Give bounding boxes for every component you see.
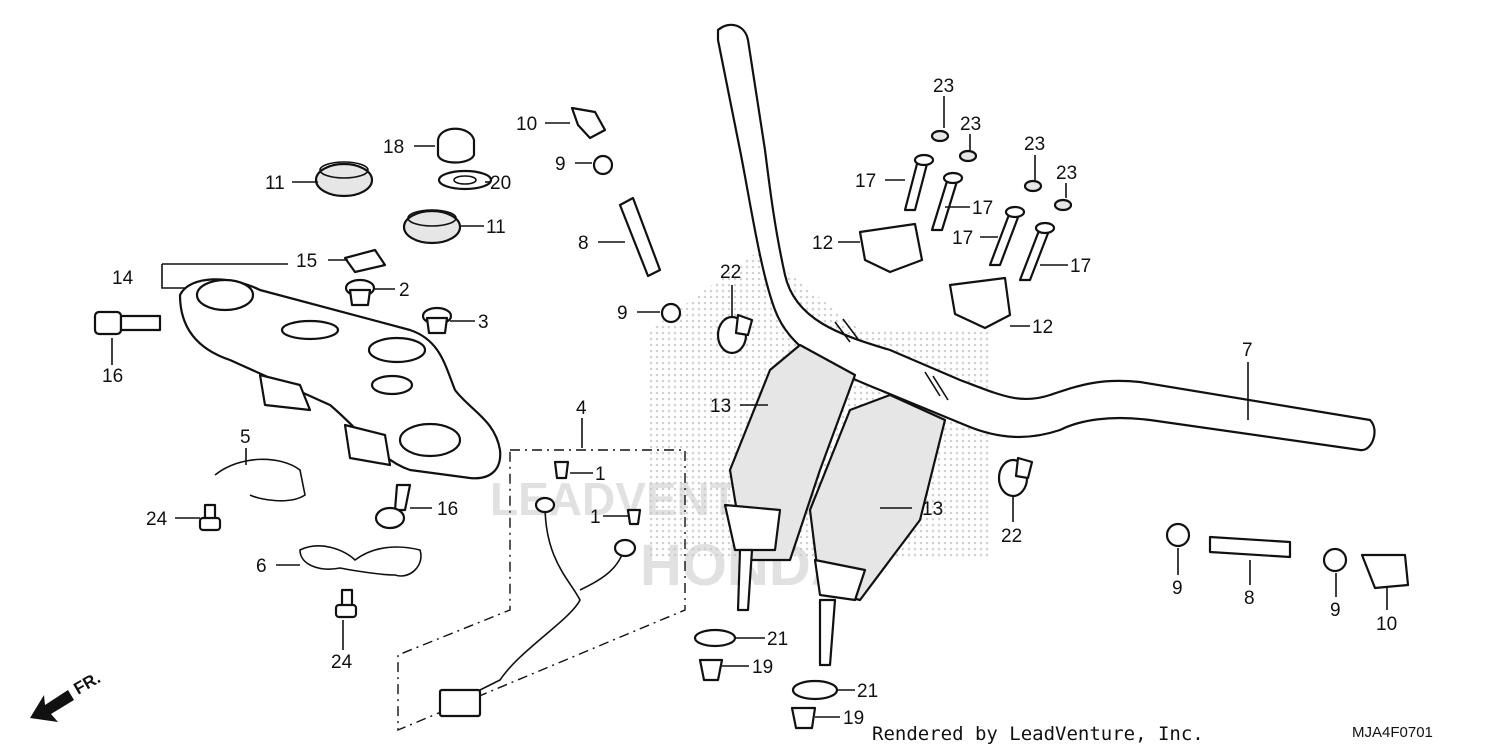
bolt-17-b: [930, 171, 964, 232]
callout-10: 10: [1376, 614, 1397, 635]
front-label: FR.: [71, 668, 104, 698]
callout-9: 9: [1330, 600, 1341, 621]
rod-8-left: [618, 196, 662, 278]
nut-9-lower-left: [660, 302, 682, 324]
bolt-24-lower: [334, 588, 358, 619]
callout-8: 8: [578, 233, 589, 254]
bolt-16-right: [374, 483, 412, 530]
rod-8-right: [1208, 535, 1292, 559]
nut-19-left: [698, 658, 724, 682]
front-arrow-icon: [30, 690, 74, 722]
switch-bracket-10-left: [570, 106, 607, 140]
grommet-2: [344, 278, 376, 307]
callout-13: 13: [710, 396, 731, 417]
washer-21-left: [693, 628, 737, 648]
bolt-17-c: [988, 205, 1026, 267]
nut-19-right: [790, 706, 817, 730]
callout-21: 21: [767, 629, 788, 650]
callout-1: 1: [590, 507, 601, 528]
cap-23-a: [930, 129, 950, 143]
cap-23-b: [958, 149, 978, 163]
callout-21: 21: [857, 681, 878, 702]
callout-17: 17: [1070, 256, 1091, 277]
callout-16: 16: [437, 499, 458, 520]
callout-16: 16: [102, 366, 123, 387]
nut-9-right-b: [1322, 547, 1348, 573]
callout-14: 14: [112, 268, 134, 289]
callout-11: 11: [486, 217, 506, 238]
callout-20: 20: [490, 173, 511, 194]
diagram-code: MJA4F0701: [1352, 724, 1433, 741]
callout-8: 8: [1244, 588, 1255, 609]
bolt-16-left: [93, 310, 162, 336]
callout-9: 9: [555, 154, 566, 175]
clamp-6: [299, 545, 422, 577]
callout-17: 17: [952, 228, 973, 249]
holder-12-lower: [948, 276, 1012, 330]
wire-harness-4: [397, 449, 686, 732]
callout-6: 6: [256, 556, 267, 577]
leader-lines: [111, 96, 1388, 718]
callout-2: 2: [399, 280, 410, 301]
callout-24: 24: [331, 652, 353, 673]
bolt-17-d: [1018, 221, 1056, 282]
callout-11: 11: [265, 173, 285, 194]
callout-12: 12: [812, 233, 833, 254]
top-bridge: [178, 278, 502, 480]
cap-23-c: [1023, 179, 1043, 193]
callout-9: 9: [1172, 578, 1183, 599]
callout-23: 23: [960, 114, 981, 135]
callout-15: 15: [296, 251, 317, 272]
callout-1: 1: [595, 464, 606, 485]
cap-18: [436, 127, 476, 164]
callout-19: 19: [752, 657, 773, 678]
callout-23: 23: [1024, 134, 1045, 155]
bushing-11-lower: [402, 209, 462, 245]
switch-bracket-10-right: [1360, 553, 1410, 590]
callout-23: 23: [1056, 163, 1077, 184]
render-credit: Rendered by LeadVenture, Inc.: [872, 723, 1204, 745]
callout-5: 5: [240, 427, 251, 448]
callout-19: 19: [843, 708, 864, 729]
front-direction-marker: FR.: [30, 668, 104, 722]
callout-13: 13: [922, 499, 943, 520]
nut-9-right-a: [1165, 522, 1191, 548]
callout-23: 23: [933, 76, 954, 97]
callout-10: 10: [516, 114, 537, 135]
bolt-24-upper: [198, 503, 222, 532]
holder-12-upper: [858, 222, 924, 274]
clamp-22-right: [997, 456, 1034, 498]
washer-20: [437, 169, 493, 191]
callout-9: 9: [617, 303, 628, 324]
clip-15: [343, 248, 387, 274]
callout-22: 22: [1001, 526, 1022, 547]
clamp-5: [214, 458, 306, 502]
callout-7: 7: [1242, 340, 1253, 361]
riser-right: [808, 393, 947, 667]
nut-9-upper-left: [592, 154, 614, 176]
washer-21-right: [791, 679, 839, 701]
clamp-22-left: [716, 313, 754, 355]
callout-12: 12: [1032, 317, 1053, 338]
callout-3: 3: [478, 312, 489, 333]
callout-4: 4: [576, 398, 587, 419]
callout-numbers: 11 18 20 11 15 14 2 3 16 5 16 24 6 24 4 …: [102, 76, 1397, 729]
callout-22: 22: [720, 262, 741, 283]
callout-17: 17: [972, 198, 993, 219]
riser-left: [723, 343, 857, 612]
cap-23-d: [1053, 198, 1073, 212]
callout-17: 17: [855, 171, 876, 192]
callout-18: 18: [383, 137, 404, 158]
callout-24: 24: [146, 509, 168, 530]
grommet-3: [421, 306, 453, 335]
bushing-11-upper: [314, 161, 374, 198]
bolt-17-a: [903, 153, 935, 212]
